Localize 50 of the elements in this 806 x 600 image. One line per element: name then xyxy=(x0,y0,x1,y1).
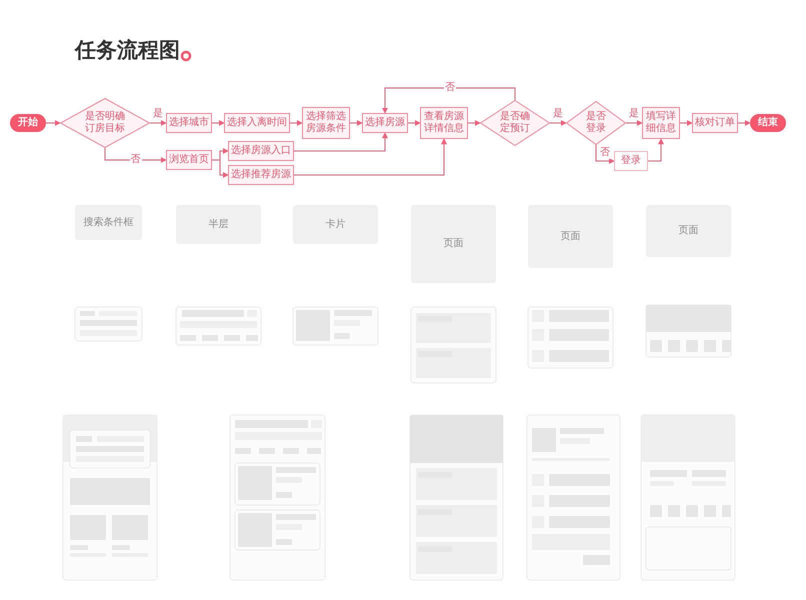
decision-diamond xyxy=(60,98,150,148)
placeholder-box: 搜索条件框 xyxy=(75,205,142,240)
arrow xyxy=(382,88,516,114)
edge-label: 否 xyxy=(130,154,142,166)
arrow xyxy=(294,138,447,176)
process-box: 选择城市 xyxy=(166,113,212,133)
process-box: 填写详细信息 xyxy=(642,107,680,139)
edge-label: 是 xyxy=(152,108,164,120)
placeholder-box: 页面 xyxy=(528,205,613,268)
placeholder-box: 页面 xyxy=(646,205,731,257)
edge-label: 否 xyxy=(444,82,456,94)
placeholder-box: 页面 xyxy=(411,205,496,283)
placeholder-box: 半层 xyxy=(176,205,261,244)
arrow xyxy=(150,120,167,126)
process-box: 浏览首页 xyxy=(166,150,212,170)
process-box: 核对订单 xyxy=(692,113,738,133)
placeholder-box: 卡片 xyxy=(293,205,378,244)
edge-label: 否 xyxy=(599,147,611,159)
process-box: 查看房源详情信息 xyxy=(420,107,468,139)
arrow xyxy=(212,120,225,126)
decision-label: 是否确定预订 xyxy=(500,111,530,135)
arrow xyxy=(212,160,229,178)
arrow xyxy=(104,148,167,163)
decision-label: 是否登录 xyxy=(586,111,606,135)
arrow xyxy=(626,120,643,126)
arrow xyxy=(680,120,693,126)
process-box: 选择推荐房源 xyxy=(228,165,294,185)
decision-diamond xyxy=(566,101,626,145)
process-box: 选择房源 xyxy=(362,113,408,133)
terminal-pill: 开始 xyxy=(10,114,46,132)
edge-label: 是 xyxy=(628,108,640,120)
arrow xyxy=(648,138,664,162)
arrow xyxy=(596,144,615,164)
arrow xyxy=(46,120,61,126)
arrow xyxy=(738,120,751,126)
decision-diamond xyxy=(480,100,550,146)
arrow xyxy=(408,120,421,126)
arrow xyxy=(550,120,567,126)
arrow xyxy=(294,132,388,152)
process-box: 选择房源入口 xyxy=(228,141,294,161)
decision-label: 是否明确订房目标 xyxy=(85,111,125,135)
arrow xyxy=(468,120,481,126)
title: 任务流程图 xyxy=(75,37,180,64)
process-box: 登录 xyxy=(614,151,648,171)
process-box: 选择筛选房源条件 xyxy=(302,107,350,139)
edge-label: 是 xyxy=(552,108,564,120)
terminal-pill: 结束 xyxy=(750,114,786,132)
process-box: 选择入离时间 xyxy=(224,113,290,133)
arrow xyxy=(290,120,303,126)
arrow xyxy=(350,120,363,126)
